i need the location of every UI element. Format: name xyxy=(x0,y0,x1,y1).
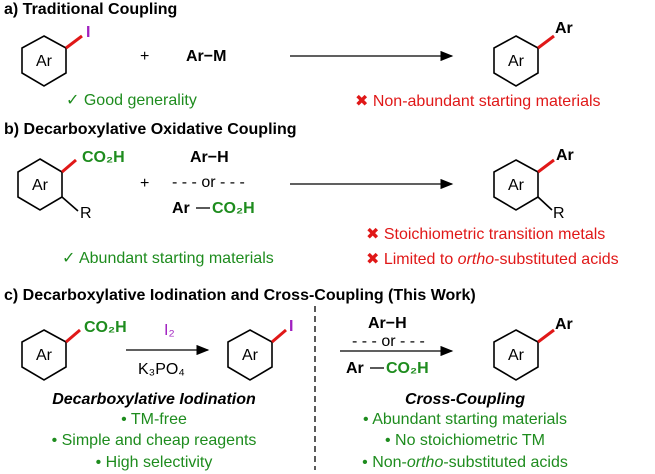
section-b-con2-italic: ortho xyxy=(458,251,495,268)
section-c-cc-reagent2-ar: Ar xyxy=(346,360,364,377)
section-b-reagent2-ar: Ar xyxy=(172,200,190,217)
section-b-con2-pre: ✖ Limited to xyxy=(366,251,458,268)
hexagon-c-product xyxy=(493,328,555,381)
section-b-title: b) Decarboxylative Oxidative Coupling xyxy=(4,121,297,138)
section-a-product-ring-label: Ar xyxy=(508,53,525,70)
section-c-left-point-1: • TM-free xyxy=(121,411,187,428)
section-a-plus: + xyxy=(140,48,149,65)
section-b-con1: ✖ Stoichiometric transition metals xyxy=(366,226,605,243)
section-c-title: c) Decarboxylative Iodination and Cross-… xyxy=(4,287,476,304)
section-c-left-heading: Decarboxylative Iodination xyxy=(52,391,256,408)
section-b-con2-post: -substituted acids xyxy=(494,251,619,268)
hexagon-c-iodide xyxy=(227,328,287,381)
section-b-product-ring-label: Ar xyxy=(508,177,525,194)
section-c-right-point-1: • Abundant starting materials xyxy=(363,411,567,428)
section-c-reagent-k3po4: K₃PO₄ xyxy=(138,361,185,378)
hexagon-a-product xyxy=(493,34,555,87)
section-a-ring-label: Ar xyxy=(36,53,53,70)
hexagon-b-product xyxy=(493,158,555,211)
section-b-r-group: R xyxy=(80,205,92,222)
section-a-pro: ✓ Good generality xyxy=(66,92,197,109)
section-c-right-point-3-pre: • Non- xyxy=(362,454,407,471)
section-c-right-point-3: • Non-ortho-substituted acids xyxy=(362,454,568,471)
section-c-acid: CO₂H xyxy=(84,319,127,336)
hexagon-b-start xyxy=(17,158,79,212)
section-c-right-point-3-post: -substituted acids xyxy=(443,454,568,471)
section-c-iodide-ring-label: Ar xyxy=(242,347,259,364)
hexagon-a-start xyxy=(21,34,83,87)
section-c-right-point-2: • No stoichiometric TM xyxy=(385,432,545,449)
section-b-product-sub: Ar xyxy=(556,147,574,164)
section-b-or: - - - or - - - xyxy=(172,174,245,191)
section-c-reagent-i2: I₂ xyxy=(164,322,175,339)
section-c-product-sub: Ar xyxy=(555,316,573,333)
section-c-cc-reagent1: Ar−H xyxy=(368,315,407,332)
section-a-reagent: Ar−M xyxy=(186,48,226,65)
section-b-reagent2-co2h: CO₂H xyxy=(212,200,255,217)
section-a-product-sub: Ar xyxy=(555,20,573,37)
section-c-product-ring-label: Ar xyxy=(508,347,525,364)
section-c-left-point-3: • High selectivity xyxy=(96,454,213,471)
section-b-plus: + xyxy=(140,175,149,192)
section-b-ring-label: Ar xyxy=(32,177,49,194)
section-c-left-point-2: • Simple and cheap reagents xyxy=(52,432,257,449)
section-c-cc-reagent2-co2h: CO₂H xyxy=(386,360,429,377)
section-b-product-r: R xyxy=(553,205,565,222)
hexagon-c-start xyxy=(21,328,81,381)
section-a-title: a) Traditional Coupling xyxy=(4,1,177,18)
section-c-right-point-3-italic: ortho xyxy=(407,454,444,471)
section-c-iodide: I xyxy=(289,318,293,335)
section-a-con: ✖ Non-abundant starting materials xyxy=(355,93,601,110)
section-b-pro: ✓ Abundant starting materials xyxy=(62,250,274,267)
section-c-ring-label: Ar xyxy=(36,347,53,364)
section-b-con2: ✖ Limited to ortho-substituted acids xyxy=(366,251,619,268)
section-c-right-heading: Cross-Coupling xyxy=(405,391,525,408)
section-b-reagent1: Ar−H xyxy=(190,149,229,166)
section-b-acid: CO₂H xyxy=(82,149,125,166)
section-c-cc-or: - - - or - - - xyxy=(352,333,425,350)
section-a-iodine: I xyxy=(86,24,90,41)
